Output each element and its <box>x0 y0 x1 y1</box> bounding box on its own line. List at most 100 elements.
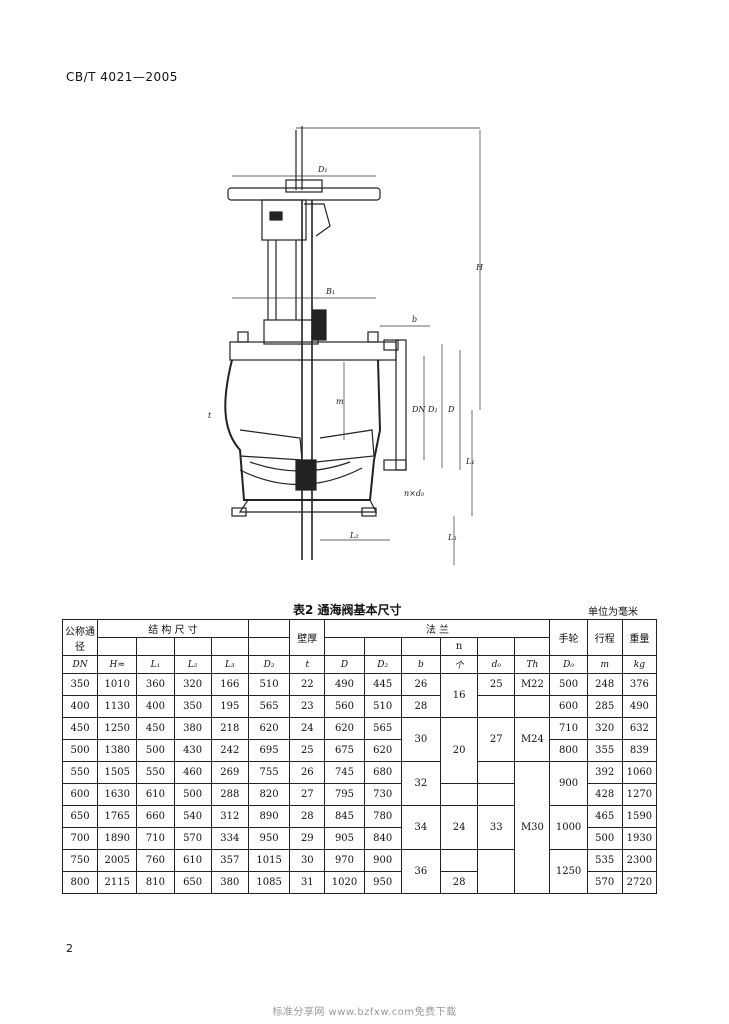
cell-n <box>440 849 479 872</box>
cell-h: 2005 <box>97 849 138 872</box>
footer-watermark: 标准分享网 www.bzfxw.com免费下载 <box>272 1007 457 1018</box>
cell-dn: 350 <box>61 673 99 696</box>
cell-d0w: 800 <box>549 739 588 762</box>
header-structure: 结 构 尺 寸 <box>97 619 249 638</box>
cell-t: 29 <box>289 827 326 850</box>
cell-d2f: 620 <box>363 739 402 762</box>
cell-b: 26 <box>400 673 442 696</box>
cell-l2: 460 <box>173 761 212 784</box>
cell-d: 845 <box>324 805 365 828</box>
cell-l3: 288 <box>210 783 249 806</box>
cell-d2: 620 <box>247 717 291 740</box>
cell-d: 675 <box>324 739 365 762</box>
cell-d2f: 900 <box>363 849 402 872</box>
table-row: 350 1010 360 320 166 510 22 490 445 26 1… <box>61 673 658 718</box>
cell-n <box>440 783 479 806</box>
cell-t: 28 <box>289 805 326 828</box>
header-blank <box>477 637 516 656</box>
cell-l1: 710 <box>136 827 175 850</box>
sym-dn: DN <box>61 655 99 674</box>
cell-dn: 600 <box>61 783 99 806</box>
header-blank <box>400 637 442 656</box>
label-t: t <box>208 411 212 420</box>
cell-b: 30 <box>400 717 442 762</box>
cell-d0 <box>477 849 516 894</box>
header-blank <box>514 637 551 656</box>
cell-d0: 27 <box>477 717 516 762</box>
header-handwheel: 手轮 <box>549 619 588 656</box>
label-l1: L₁ <box>465 457 475 466</box>
cell-th <box>514 695 551 718</box>
cell-d0w: 600 <box>549 695 588 718</box>
cell-th: M24 <box>514 717 551 762</box>
cell-h: 1010 <box>97 673 138 696</box>
cell-dn: 450 <box>61 717 99 740</box>
cell-d0: 25 <box>477 673 516 696</box>
cell-m: 392 <box>586 761 623 784</box>
cell-d: 970 <box>324 849 365 872</box>
cell-d2f: 840 <box>363 827 402 850</box>
cell-l1: 550 <box>136 761 175 784</box>
cell-kg: 490 <box>621 695 658 718</box>
cell-kg: 1930 <box>621 827 658 850</box>
cell-l2: 570 <box>173 827 212 850</box>
cell-d2f: 730 <box>363 783 402 806</box>
cell-d2f: 680 <box>363 761 402 784</box>
table-row: 400 1130 400 350 195 565 23 560 510 28 6… <box>61 695 658 718</box>
header-blank <box>324 637 365 656</box>
label-d1: D₁ <box>317 165 328 174</box>
header-blank <box>363 637 402 656</box>
cell-t: 31 <box>289 871 326 894</box>
cell-d: 905 <box>324 827 365 850</box>
table-symbol-row: DN H≈ L₁ L₂ L₃ D₂ t D D₂ b 个 d₀ Th D₀ m … <box>61 655 658 674</box>
cell-d0 <box>477 783 516 806</box>
cell-dn: 650 <box>61 805 99 828</box>
cell-d2f: 950 <box>363 871 402 894</box>
valve-drawing: D₁ H B₁ b DN D₂ D L₁ m n×d₀ t L₂ L₃ <box>208 126 484 565</box>
cell-d0w: 900 <box>549 761 588 806</box>
cell-b: 32 <box>400 761 442 806</box>
cell-d2: 565 <box>247 695 291 718</box>
cell-n: 28 <box>440 871 479 894</box>
header-blank <box>97 637 138 656</box>
cell-l2: 500 <box>173 783 212 806</box>
cell-h: 2115 <box>97 871 138 894</box>
cell-kg: 839 <box>621 739 658 762</box>
cell-d2: 1015 <box>247 849 291 872</box>
label-h: H <box>475 263 484 272</box>
sym-d2: D₂ <box>247 655 291 674</box>
sym-kg: kg <box>621 655 658 674</box>
cell-kg: 632 <box>621 717 658 740</box>
sym-l3: L₃ <box>210 655 249 674</box>
cell-d0 <box>477 695 516 718</box>
cell-d: 795 <box>324 783 365 806</box>
label-l2: L₂ <box>349 531 359 540</box>
cell-n: 24 <box>440 805 479 850</box>
table-row: 450 1250 450 380 218 620 24 620 565 30 2… <box>61 717 658 784</box>
cell-d2f: 565 <box>363 717 402 740</box>
cell-m: 535 <box>586 849 623 872</box>
cell-l2: 380 <box>173 717 212 740</box>
sym-d: D <box>324 655 365 674</box>
cell-l3: 242 <box>210 739 249 762</box>
cell-l3: 357 <box>210 849 249 872</box>
cell-h: 1380 <box>97 739 138 762</box>
cell-l3: 218 <box>210 717 249 740</box>
cell-kg: 376 <box>621 673 658 696</box>
dimension-table: 公称通径 结 构 尺 寸 壁厚 法 兰 手轮 行程 重量 n DN H≈ L₁ … <box>61 619 658 894</box>
cell-d: 560 <box>324 695 365 718</box>
cell-d2: 1085 <box>247 871 291 894</box>
table-row: 750 2005 760 610 357 1015 30 970 900 36 … <box>61 849 658 894</box>
cell-h: 1630 <box>97 783 138 806</box>
cell-m: 285 <box>586 695 623 718</box>
cell-l2: 540 <box>173 805 212 828</box>
cell-th: M22 <box>514 673 551 696</box>
cell-d2f: 445 <box>363 673 402 696</box>
cell-l3: 269 <box>210 761 249 784</box>
cell-kg: 1590 <box>621 805 658 828</box>
cell-b: 34 <box>400 805 442 850</box>
cell-kg: 1060 <box>621 761 658 784</box>
cell-l1: 810 <box>136 871 175 894</box>
cell-h: 1505 <box>97 761 138 784</box>
cell-d2f: 780 <box>363 805 402 828</box>
